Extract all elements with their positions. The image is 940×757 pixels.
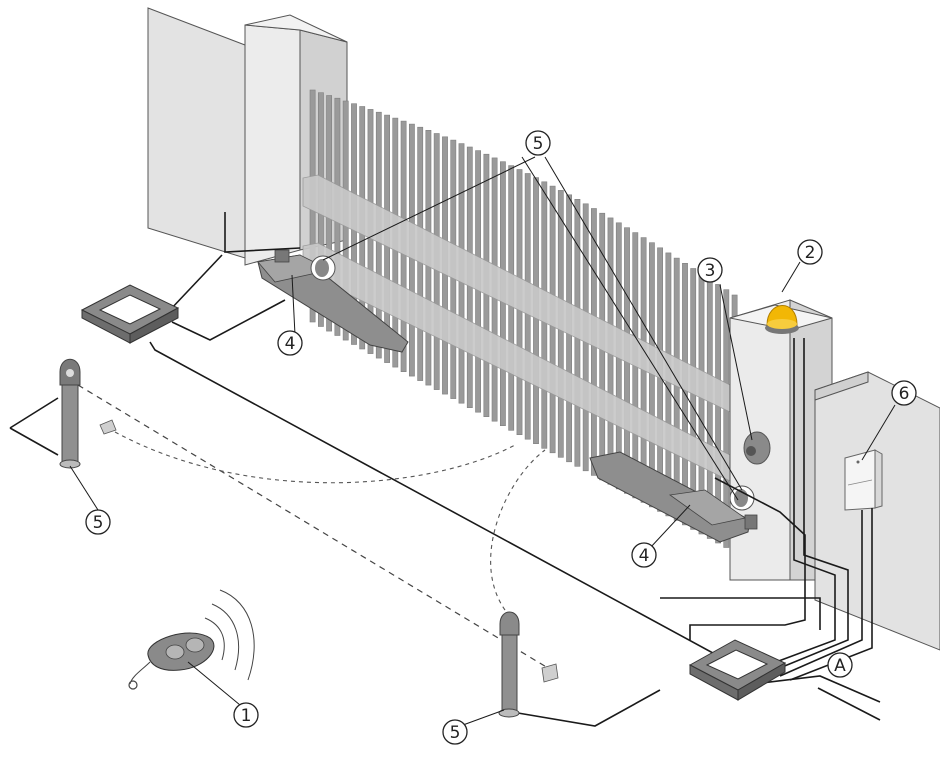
callout-photocell-left-column: 5: [85, 509, 111, 535]
callout-control-unit: 6: [891, 380, 917, 406]
callout-operator-right: 4: [631, 542, 657, 568]
svg-text:5: 5: [450, 723, 461, 743]
photocell-beams: [77, 384, 549, 669]
callout-key-selector: 3: [697, 257, 723, 283]
svg-text:5: 5: [533, 134, 544, 154]
gate-bar: [690, 268, 697, 530]
flashing-light: [765, 305, 799, 334]
junction-box-right: [688, 639, 787, 701]
callout-operator-left: 4: [277, 330, 303, 356]
right-wall: [814, 371, 940, 651]
wiring: [9, 212, 881, 727]
remote-control: [128, 589, 255, 690]
svg-text:3: 3: [705, 261, 716, 281]
svg-text:6: 6: [899, 384, 910, 404]
svg-text:4: 4: [639, 546, 650, 566]
key-selector: [743, 431, 771, 465]
svg-text:4: 4: [285, 334, 296, 354]
gate-bar: [723, 289, 730, 548]
callout-photocell-front-column: 5: [442, 719, 468, 745]
svg-text:A: A: [834, 656, 846, 676]
gate-bar: [665, 252, 672, 517]
callout-photocell-top: 5: [525, 130, 551, 156]
reflector-front: [541, 663, 559, 683]
gate-bar: [715, 284, 721, 544]
callout-flashing-light: 2: [797, 239, 823, 265]
operator-right: [589, 451, 758, 543]
svg-text:2: 2: [805, 243, 816, 263]
svg-text:5: 5: [93, 513, 104, 533]
reflector-left: [99, 419, 117, 435]
control-unit: [844, 449, 883, 511]
junction-box-left: [80, 284, 180, 344]
svg-text:1: 1: [241, 706, 252, 726]
callout-remote: 1: [233, 702, 259, 728]
callout-leaders: [69, 156, 896, 726]
photocell-column-left: [59, 358, 81, 469]
gate-bar: [673, 257, 680, 521]
callouts: 5 2 3 4 4 6 5 1: [85, 130, 917, 745]
photocell-top-gate: [310, 255, 336, 281]
callout-power-supply: A: [827, 652, 853, 678]
photocell-column-front: [498, 611, 520, 718]
